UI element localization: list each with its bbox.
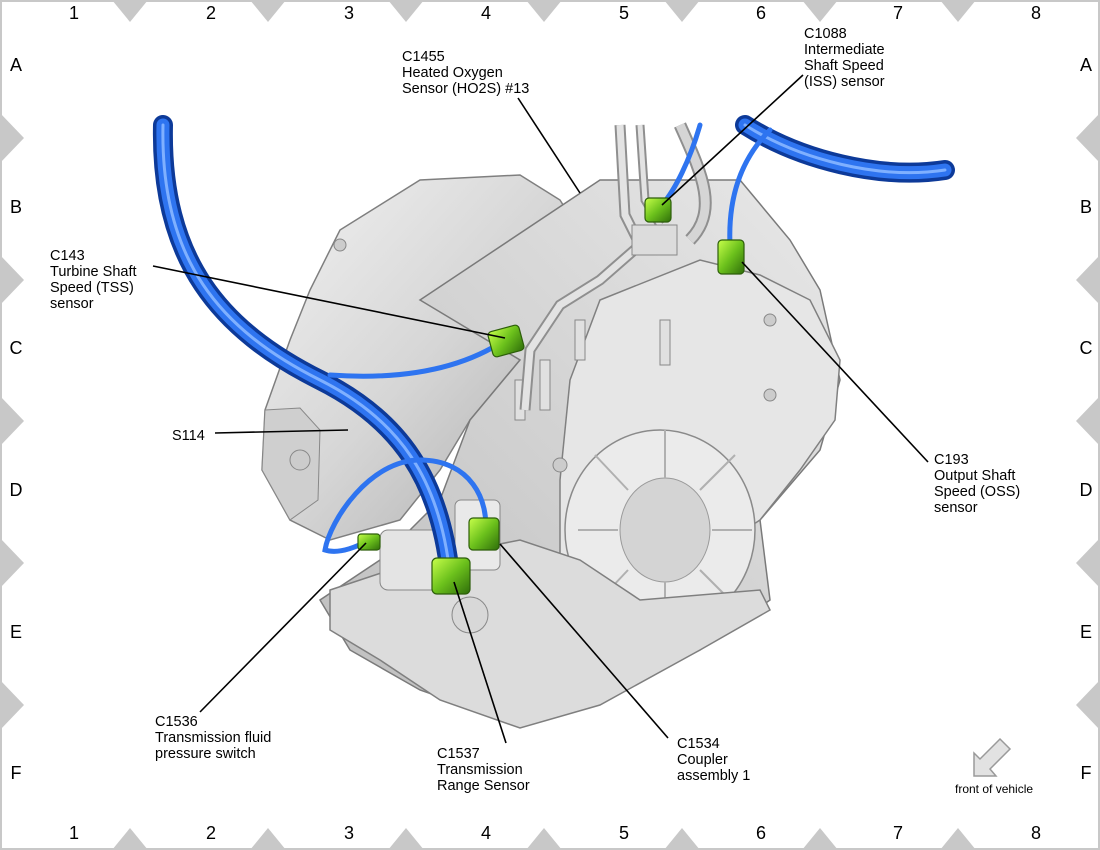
leader-c1455 xyxy=(517,97,581,194)
leader-lines xyxy=(152,74,929,744)
callout-c1534: C1534 Coupler assembly 1 xyxy=(677,736,750,784)
leader-c1537 xyxy=(453,581,507,744)
arrow-icon xyxy=(973,737,1012,777)
col-2-top: 2 xyxy=(206,3,216,23)
col-5-bottom: 5 xyxy=(619,823,629,843)
row-labels-right: A B C D E F xyxy=(1080,55,1093,783)
col-8-top: 8 xyxy=(1031,3,1041,23)
row-c-right: C xyxy=(1080,338,1093,358)
col-1-top: 1 xyxy=(69,3,79,23)
col-3-bottom: 3 xyxy=(344,823,354,843)
row-d-left: D xyxy=(10,480,23,500)
column-labels-bottom: 1 2 3 4 5 6 7 8 xyxy=(69,823,1041,843)
row-b-left: B xyxy=(10,197,22,217)
row-e-left: E xyxy=(10,622,22,642)
leader-c1088 xyxy=(661,74,804,206)
valve-body-1 xyxy=(379,529,441,591)
iss-mount xyxy=(631,224,678,256)
callout-c1088: C1088 Intermediate Shaft Speed (ISS) sen… xyxy=(804,26,889,90)
callout-c1536: C1536 Transmission fluid pressure switch xyxy=(155,714,275,762)
connectors xyxy=(357,197,745,595)
col-5-top: 5 xyxy=(619,3,629,23)
column-labels-top: 1 2 3 4 5 6 7 8 xyxy=(69,3,1041,23)
front-of-vehicle-label: front of vehicle xyxy=(955,782,1033,796)
col-7-top: 7 xyxy=(893,3,903,23)
leader-c1536 xyxy=(199,542,367,713)
leader-c1534 xyxy=(499,543,669,739)
c1088-connector xyxy=(644,197,672,223)
callout-c143: C143 Turbine Shaft Speed (TSS) sensor xyxy=(50,248,141,312)
c143-connector xyxy=(487,324,525,358)
col-3-top: 3 xyxy=(344,3,354,23)
callout-c193: C193 Output Shaft Speed (OSS) sensor xyxy=(934,452,1024,516)
col-4-bottom: 4 xyxy=(481,823,491,843)
col-8-bottom: 8 xyxy=(1031,823,1041,843)
row-e-right: E xyxy=(1080,622,1092,642)
front-of-vehicle-indicator: front of vehicle xyxy=(955,737,1033,796)
row-f-left: F xyxy=(11,763,22,783)
col-2-bottom: 2 xyxy=(206,823,216,843)
col-6-bottom: 6 xyxy=(756,823,766,843)
row-d-right: D xyxy=(1080,480,1093,500)
leader-c143 xyxy=(152,265,506,339)
leader-c193 xyxy=(741,261,929,463)
row-c-left: C xyxy=(10,338,23,358)
row-labels-left: A B C D E F xyxy=(10,55,23,783)
c193-connector xyxy=(717,239,745,275)
row-f-right: F xyxy=(1081,763,1092,783)
col-1-bottom: 1 xyxy=(69,823,79,843)
col-6-top: 6 xyxy=(756,3,766,23)
row-a-right: A xyxy=(1080,55,1092,75)
c1537-connector xyxy=(431,557,471,595)
callout-c1537: C1537 Transmission Range Sensor xyxy=(437,746,530,794)
row-b-right: B xyxy=(1080,197,1092,217)
row-a-left: A xyxy=(10,55,22,75)
range-sensor-body xyxy=(451,596,489,634)
c1534-connector xyxy=(468,517,500,551)
col-7-bottom: 7 xyxy=(893,823,903,843)
leader-s114 xyxy=(214,429,349,434)
callout-c1455: C1455 Heated Oxygen Sensor (HO2S) #13 xyxy=(402,49,529,97)
callout-s114: S114 xyxy=(172,428,205,444)
round-cover-hub xyxy=(619,477,711,583)
wiring-harness xyxy=(152,115,955,585)
col-4-top: 4 xyxy=(481,3,491,23)
